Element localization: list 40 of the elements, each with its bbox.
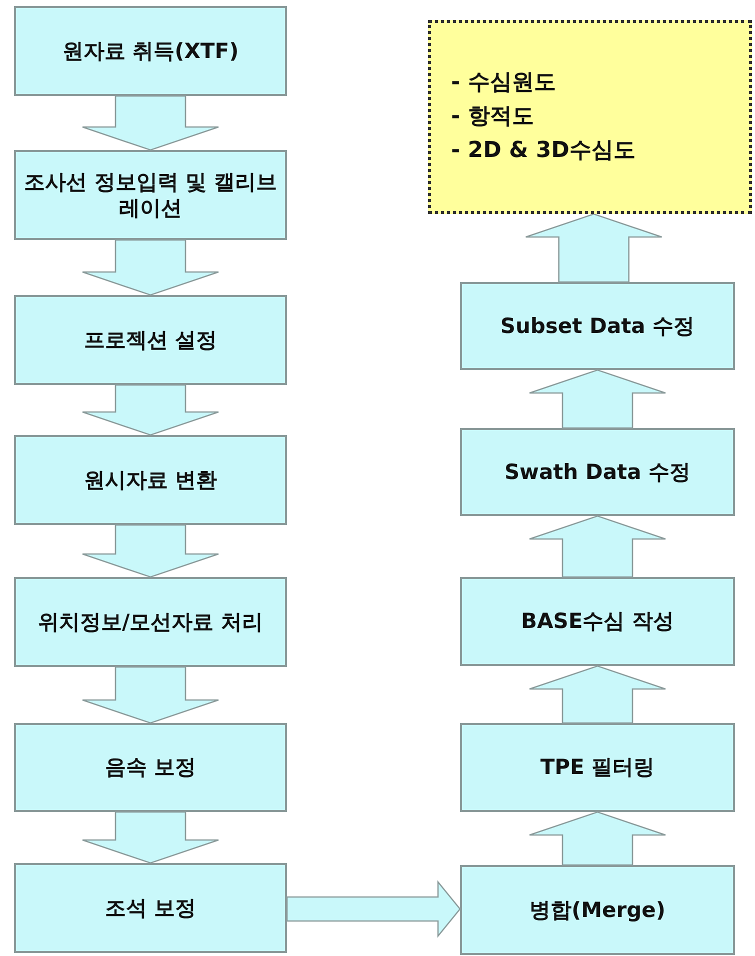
output-note-box bbox=[428, 20, 752, 214]
process-box bbox=[460, 723, 735, 812]
process-box bbox=[14, 577, 287, 667]
process-box bbox=[14, 295, 287, 385]
step-label: 원시자료 변환 bbox=[84, 466, 218, 494]
process-box bbox=[14, 723, 287, 812]
block-arrow bbox=[286, 880, 461, 938]
process-box bbox=[460, 577, 735, 666]
list-item: - 2D & 3D수심도 bbox=[451, 137, 636, 166]
list-item: - 수심원도 bbox=[451, 68, 556, 97]
process-box bbox=[14, 435, 287, 525]
step-label: TPE 필터링 bbox=[540, 754, 655, 781]
block-arrow bbox=[528, 811, 666, 866]
list-item: - 항적도 bbox=[451, 102, 534, 131]
step-label: 조사선 정보입력 및 캘리브레이션 bbox=[24, 168, 277, 222]
process-box bbox=[14, 150, 287, 240]
step-label: 프로젝션 설정 bbox=[84, 326, 218, 354]
block-arrow bbox=[82, 524, 220, 578]
process-box bbox=[460, 865, 735, 955]
step-label: 위치정보/모선자료 처리 bbox=[38, 608, 263, 636]
block-arrow bbox=[528, 369, 666, 429]
process-box bbox=[14, 6, 287, 96]
block-arrow bbox=[525, 213, 662, 283]
step-label: 병합(Merge) bbox=[530, 896, 666, 924]
process-box bbox=[14, 863, 287, 953]
step-label: BASE수심 작성 bbox=[520, 608, 674, 635]
block-arrow bbox=[82, 239, 220, 296]
block-arrow bbox=[82, 666, 220, 724]
step-label: Subset Data 수정 bbox=[500, 312, 695, 340]
step-label: Swath Data 수정 bbox=[504, 458, 691, 486]
block-arrow bbox=[82, 95, 220, 151]
block-arrow bbox=[82, 384, 220, 436]
step-label: 조석 보정 bbox=[104, 894, 196, 922]
step-label: 원자료 취득(XTF) bbox=[62, 38, 239, 64]
step-label: 음속 보정 bbox=[104, 754, 196, 781]
process-box bbox=[460, 282, 735, 370]
process-box bbox=[460, 428, 735, 516]
block-arrow bbox=[528, 515, 666, 578]
block-arrow bbox=[82, 811, 220, 864]
block-arrow bbox=[528, 665, 666, 724]
